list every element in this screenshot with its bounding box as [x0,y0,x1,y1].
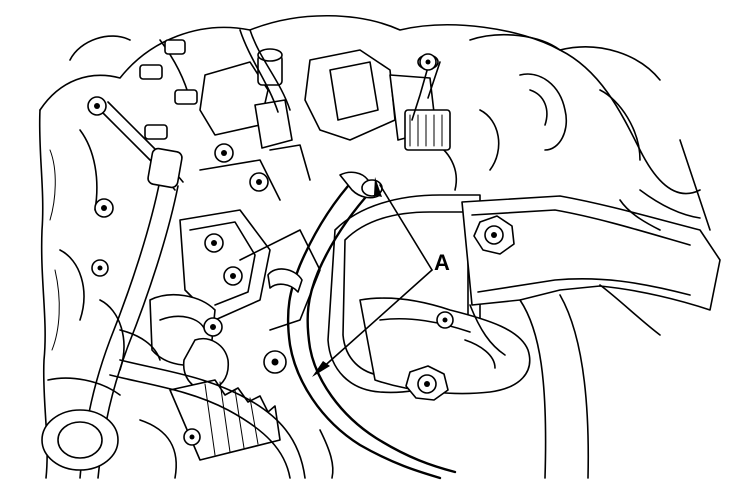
hex-bolt-icon [94,198,114,218]
hex-bolt-icon [204,233,224,253]
flange-bolt-icon [405,365,449,401]
engine-block-outline [38,14,701,479]
hex-bolt-icon [419,53,437,71]
hex-bolt-icon [203,317,223,337]
hex-bolt-icon [183,428,201,446]
engine-mount [327,194,531,395]
fasteners [87,53,515,446]
hex-bolt-icon [91,259,109,277]
hex-bolt-icon [223,266,243,286]
hex-bolt-icon [436,311,454,329]
hex-bolt-icon [214,143,234,163]
hex-bolt-icon [249,172,269,192]
hex-bolt-icon [263,350,287,374]
flange-bolt-icon [473,215,515,255]
callout-a-label: A [434,250,450,275]
upper-connector-cluster [139,29,451,151]
mount-bracket-arm [461,139,721,479]
hex-bolt-icon [87,96,107,116]
callout-a: A [312,177,450,377]
